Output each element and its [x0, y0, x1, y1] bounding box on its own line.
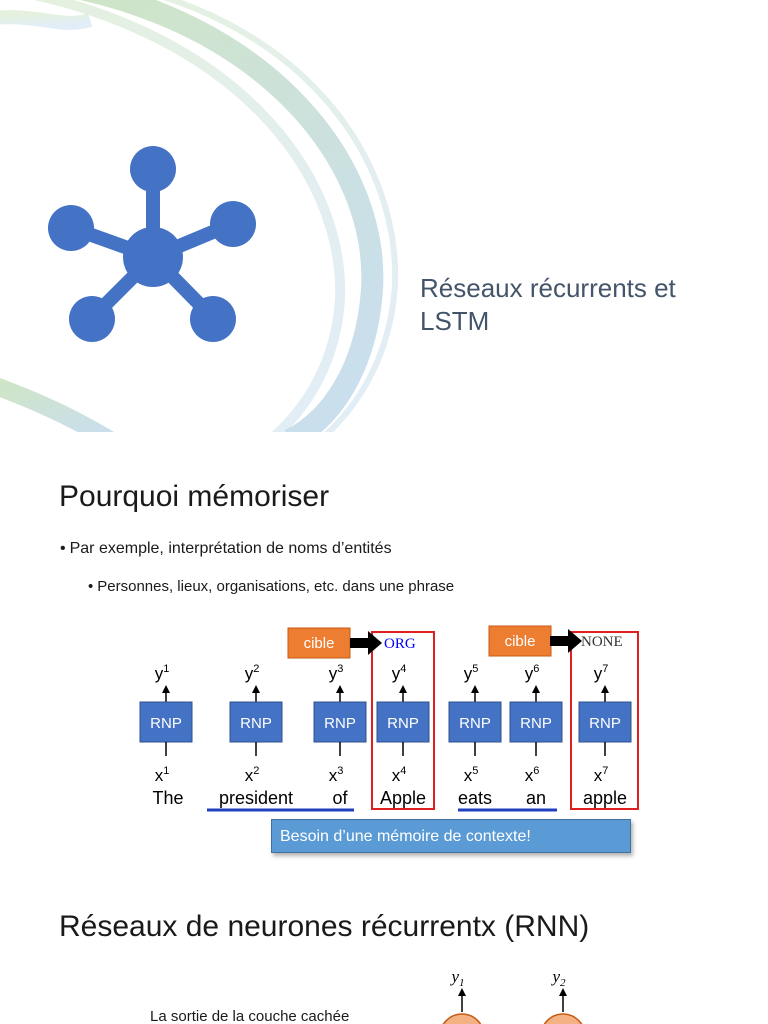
title-slide: Réseaux récurrents et LSTM [0, 0, 768, 432]
rnp-cell [376, 701, 430, 743]
why-memorize-slide: Pourquoi mémoriser •Par exemple, interpr… [0, 454, 768, 874]
arrow-head-icon [471, 685, 479, 693]
output-label: y3 [329, 663, 344, 683]
input-exponent: 5 [472, 765, 478, 777]
rnp-label: RNP [459, 715, 491, 732]
context-memory-banner: Besoin d’une mémoire de contexte! [271, 819, 631, 853]
output-label: y6 [525, 663, 540, 683]
hidden-layer-caption: La sortie de la couche cachée [150, 1008, 350, 1024]
rnp-cell [229, 701, 283, 743]
highlight-box [570, 631, 639, 810]
cible-box [488, 625, 552, 657]
bullet-icon: • [60, 540, 66, 557]
output-label: y2 [550, 967, 566, 989]
target-arrow-shaft [350, 638, 368, 648]
output-exponent: 6 [533, 663, 539, 675]
word-token: Apple [380, 788, 426, 808]
output-label: y5 [464, 663, 479, 683]
target-arrow-icon [368, 631, 382, 655]
bullet-text: Personnes, lieux, organisations, etc. da… [97, 578, 455, 595]
arrow-head-icon [336, 685, 344, 693]
input-exponent: 1 [163, 765, 169, 777]
arrow-head-icon [162, 685, 170, 693]
input-label: x2 [245, 765, 260, 785]
highlight-box [371, 631, 435, 810]
bullet-item: •Par exemple, interprétation de noms d’e… [60, 540, 392, 558]
cible-label: cible [505, 633, 536, 650]
input-label: x3 [329, 765, 344, 785]
hidden-node [543, 1013, 583, 1024]
output-exponent: 5 [472, 663, 478, 675]
output-exponent: 4 [400, 663, 406, 675]
output-exponent: 2 [253, 663, 259, 675]
input-exponent: 4 [400, 765, 406, 777]
rnp-label: RNP [150, 715, 182, 732]
molecule-network-icon [48, 146, 256, 342]
word-token: apple [583, 788, 627, 808]
output-label: y1 [155, 663, 170, 683]
word-token: president [219, 788, 293, 808]
arrow-head-icon [559, 988, 567, 996]
output-label: y1 [449, 967, 464, 989]
output-label: y2 [245, 663, 260, 683]
rnp-label: RNP [324, 715, 356, 732]
rnp-label: RNP [589, 715, 621, 732]
input-exponent: 2 [253, 765, 259, 777]
input-label: x4 [392, 765, 407, 785]
arrow-head-icon [458, 988, 466, 996]
hidden-node [442, 1013, 482, 1024]
input-exponent: 7 [602, 765, 608, 777]
target-arrow-icon [568, 629, 582, 653]
output-exponent: 3 [337, 663, 343, 675]
rnp-cell [509, 701, 563, 743]
output-subscript: 1 [459, 977, 465, 989]
arrow-head-icon [532, 685, 540, 693]
slide-title: Réseaux de neurones récurrentx (RNN) [59, 910, 590, 943]
input-label: x1 [155, 765, 170, 785]
rnp-cell [578, 701, 632, 743]
cible-label: cible [304, 635, 335, 652]
target-label: ORG [384, 636, 416, 652]
bullet-text: Par exemple, interprétation de noms d’en… [69, 540, 392, 557]
decorative-swirl [0, 0, 399, 432]
bullet-icon: • [88, 578, 94, 595]
rnp-cell [313, 701, 367, 743]
rnp-label: RNP [240, 715, 272, 732]
arrow-head-icon [399, 685, 407, 693]
output-label: y7 [594, 663, 609, 683]
slide-title: Pourquoi mémoriser [59, 480, 330, 513]
rnp-label: RNP [520, 715, 552, 732]
rnn-diagram: y1 y2 [442, 967, 583, 1024]
output-exponent: 1 [163, 663, 169, 675]
rnp-label: RNP [387, 715, 419, 732]
target-arrow-shaft [550, 636, 568, 646]
input-exponent: 3 [337, 765, 343, 777]
presentation-title: Réseaux récurrents et LSTM [420, 273, 676, 336]
word-token: eats [458, 788, 492, 808]
output-exponent: 7 [602, 663, 608, 675]
arrow-head-icon [252, 685, 260, 693]
input-label: x5 [464, 765, 479, 785]
word-token: an [526, 788, 546, 808]
word-token: The [152, 788, 183, 808]
word-token: of [332, 788, 348, 808]
arrow-head-icon [601, 685, 609, 693]
sub-bullet-item: •Personnes, lieux, organisations, etc. d… [88, 578, 454, 595]
input-label: x6 [525, 765, 540, 785]
input-exponent: 6 [533, 765, 539, 777]
output-label: y4 [392, 663, 407, 683]
target-label: NONE [581, 634, 623, 650]
input-label: x7 [594, 765, 609, 785]
output-subscript: 2 [560, 977, 566, 989]
